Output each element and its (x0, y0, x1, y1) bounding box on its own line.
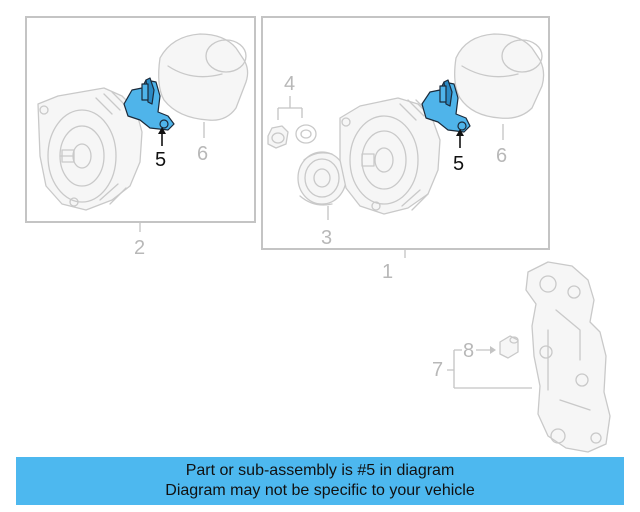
callout-3: 3 (321, 227, 332, 249)
banner-line-2: Diagram may not be specific to your vehi… (165, 482, 475, 499)
info-banner: Part or sub-assembly is #5 in diagram Di… (16, 457, 624, 505)
callout-5-left: 5 (155, 149, 166, 171)
nut-washer-4: 4 (267, 73, 317, 149)
bracket-7: 7 (432, 261, 611, 453)
part-5-right[interactable]: 5 (421, 79, 471, 175)
callout-8: 8 (463, 340, 474, 362)
assembly-box-2: 2 (25, 16, 256, 259)
callout-5-right: 5 (453, 153, 464, 175)
assembly-box-1: 1 (261, 16, 550, 283)
callout-6-left: 6 (197, 143, 208, 165)
callout-2: 2 (134, 237, 145, 259)
banner-line-1: Part or sub-assembly is #5 in diagram (185, 462, 455, 479)
callout-6-right: 6 (496, 145, 507, 167)
pulley-3: 3 (297, 151, 347, 249)
alternator-left (37, 87, 143, 211)
callout-4: 4 (284, 73, 295, 95)
callout-1: 1 (382, 261, 393, 283)
cover-6-right: 6 (454, 33, 545, 167)
part-5-left[interactable]: 5 (123, 77, 175, 171)
callout-7: 7 (432, 359, 443, 381)
part-8: 8 (454, 335, 519, 362)
cover-6-left: 6 (158, 33, 249, 165)
